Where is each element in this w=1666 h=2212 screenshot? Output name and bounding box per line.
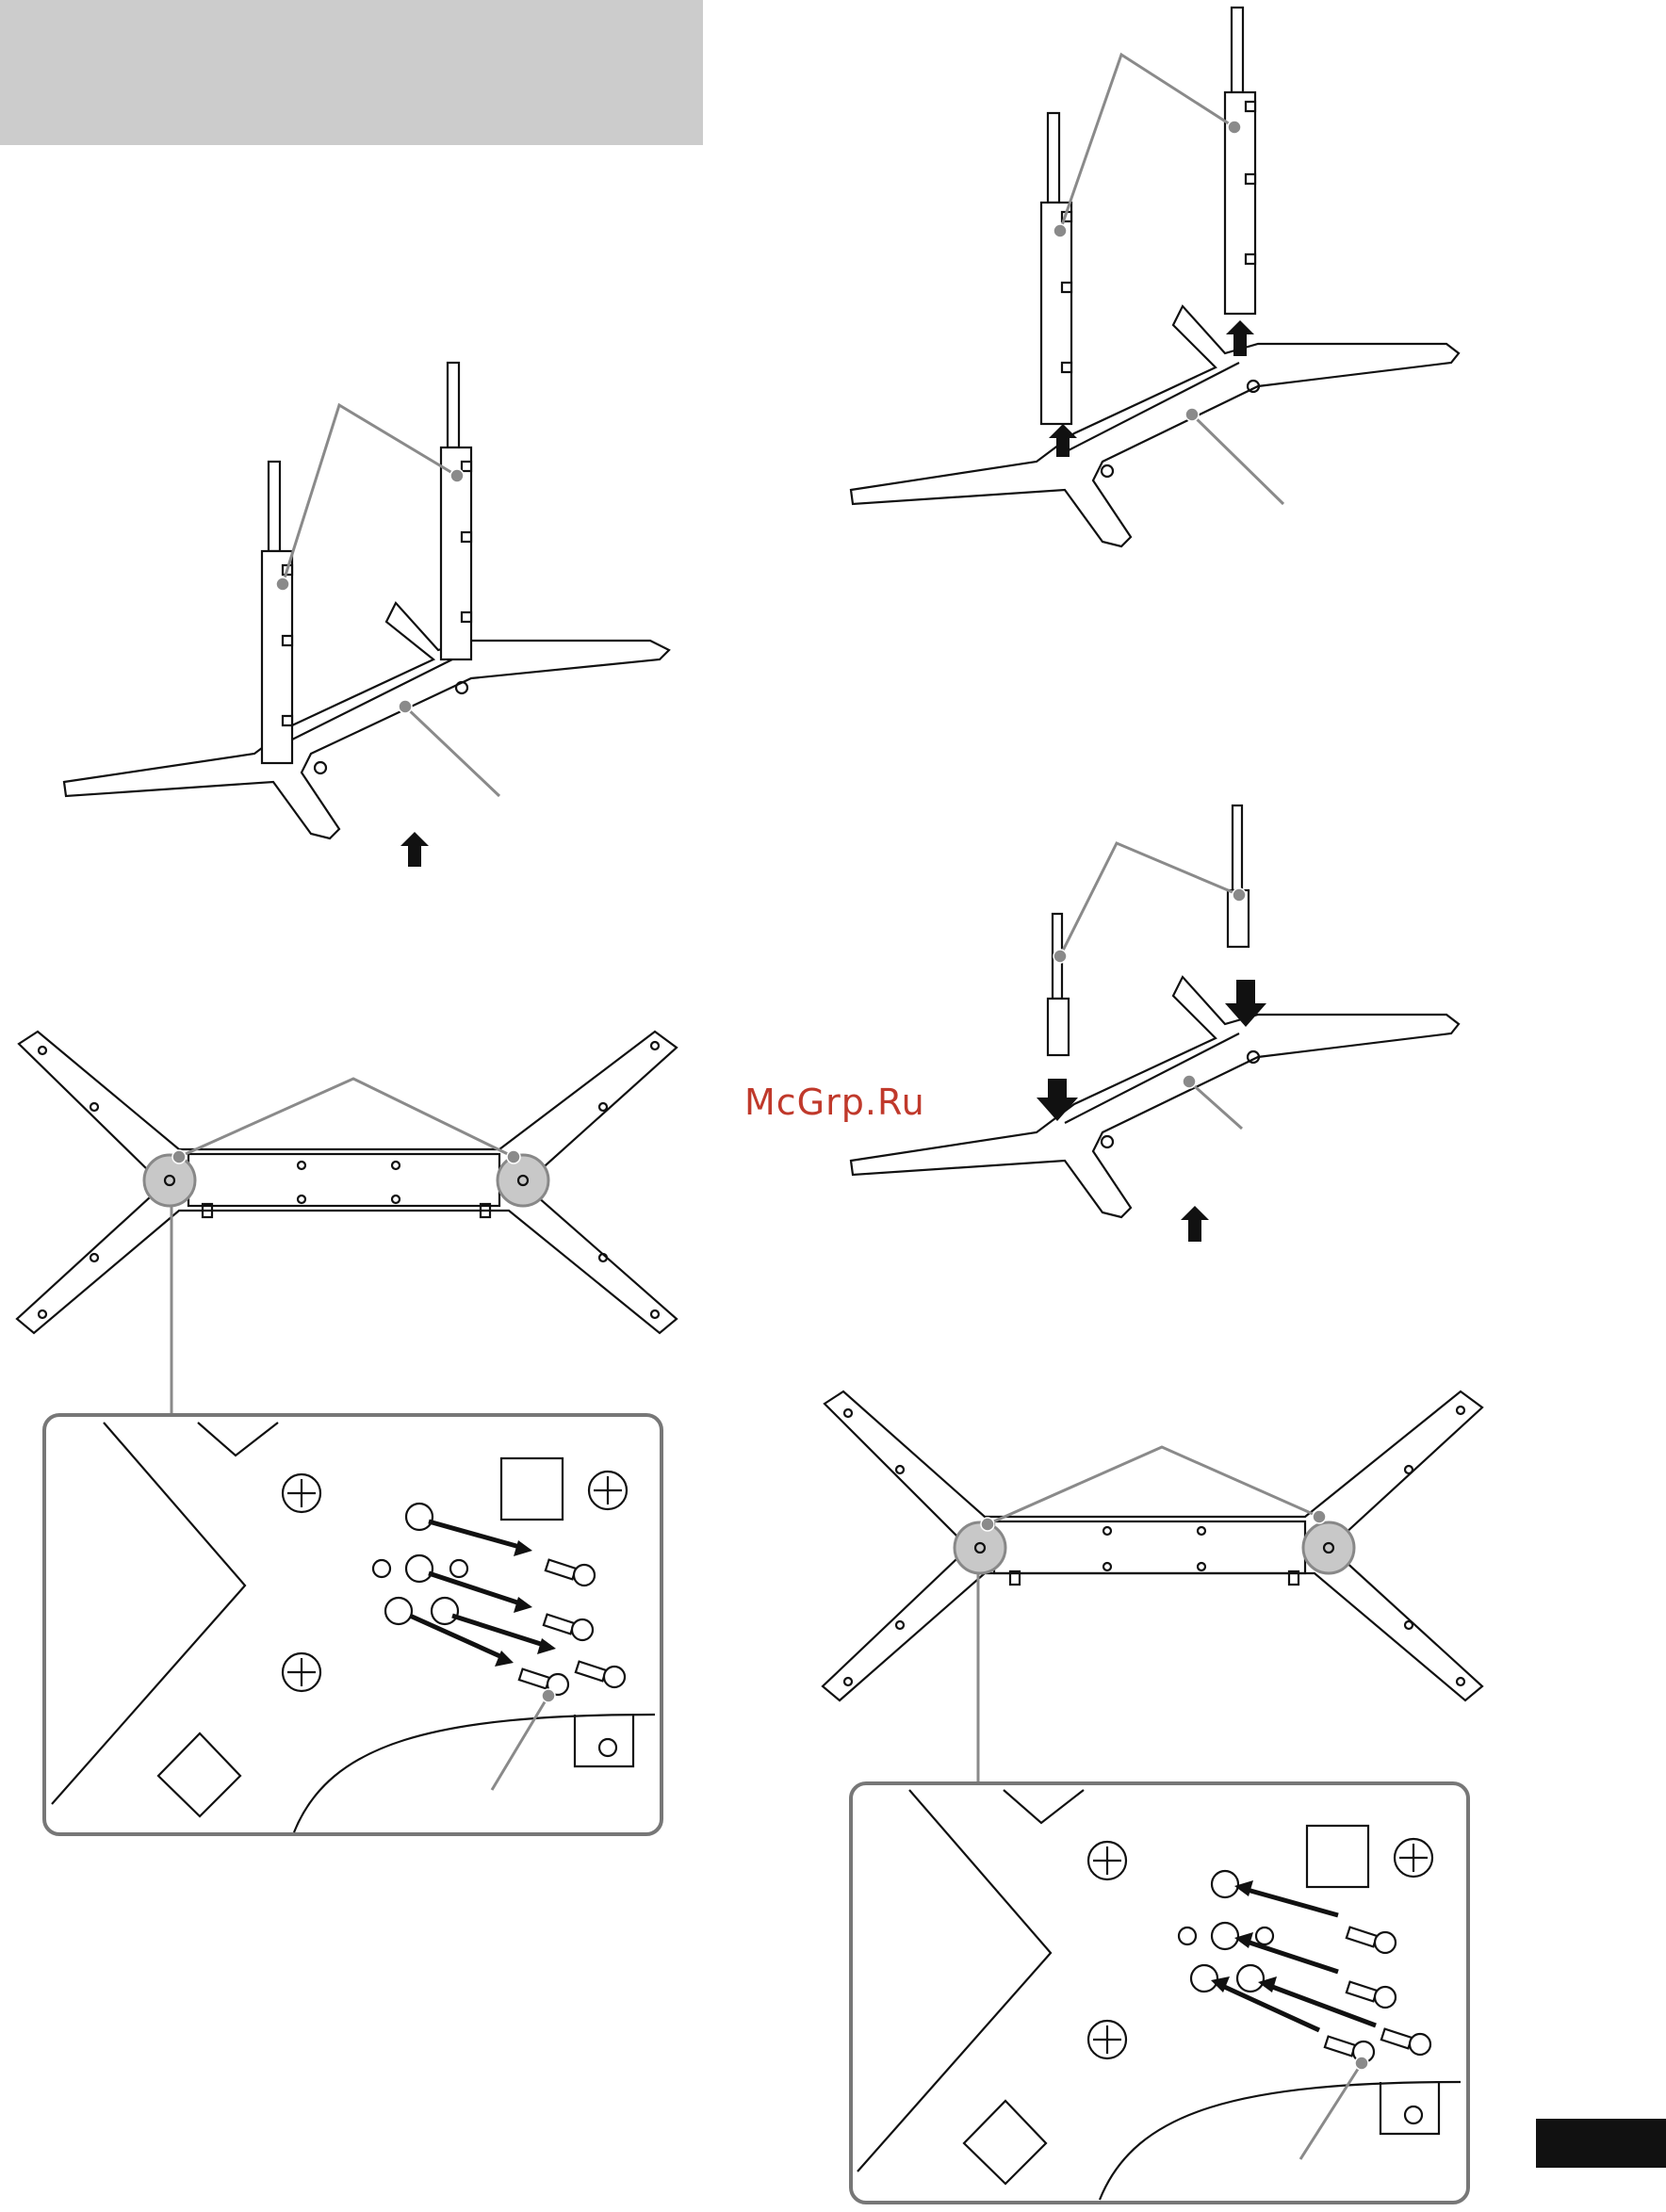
stand-post-illustration bbox=[1228, 805, 1249, 947]
stand-post-illustration bbox=[1225, 8, 1255, 314]
stand-base-illustration bbox=[851, 977, 1459, 1217]
diagram-base-underside-left bbox=[17, 1032, 677, 1415]
stand-base-illustration bbox=[823, 1391, 1482, 1700]
page-tab-marker bbox=[1536, 2119, 1666, 2168]
arrow-up-icon bbox=[1181, 1206, 1209, 1242]
diagram-assembled-stand bbox=[64, 363, 669, 867]
stand-post-illustration bbox=[262, 462, 292, 763]
stand-base-illustration bbox=[64, 603, 669, 838]
detail-box-screws-left bbox=[44, 1415, 662, 1834]
stand-base-illustration bbox=[851, 306, 1459, 546]
diagram-base-underside-right bbox=[823, 1391, 1482, 1783]
stand-post-illustration bbox=[1048, 914, 1069, 1055]
detail-box-screws-right bbox=[851, 1783, 1468, 2203]
diagram-posts-insert-down bbox=[851, 805, 1459, 1242]
arrow-up-icon bbox=[400, 832, 429, 867]
watermark-text: McGrp.Ru bbox=[744, 1082, 925, 1123]
stand-base-illustration bbox=[17, 1032, 677, 1333]
stand-post-illustration bbox=[1041, 113, 1071, 424]
diagram-insert-posts bbox=[851, 8, 1459, 546]
stand-post-illustration bbox=[441, 363, 471, 659]
